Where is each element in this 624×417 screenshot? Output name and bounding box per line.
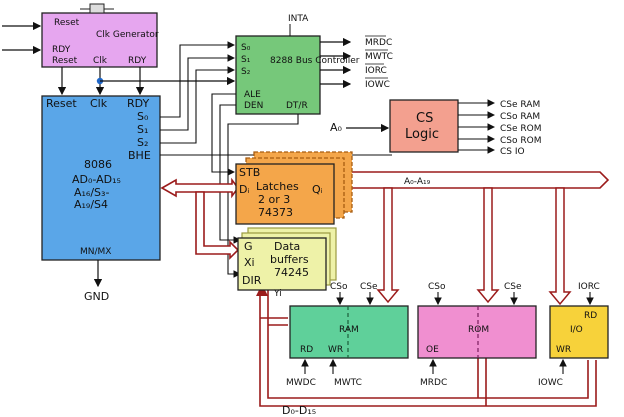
io-pin-rd: RD	[584, 311, 597, 321]
ram-cso-label: CSo	[330, 282, 348, 292]
cpu-pin-mnmx: MN/MX	[80, 247, 111, 257]
buffer-pin-dir: DIR	[242, 274, 262, 287]
latch-line-2: 2 or 3	[258, 193, 290, 206]
address-to-ram-arrow	[376, 187, 400, 304]
cpu-name: 8086	[84, 158, 112, 171]
buffer-pin-xi: Xi	[244, 256, 255, 269]
cpu-pin-a19: A₁₉/S4	[74, 198, 108, 211]
io-block: RD I/O WR	[549, 305, 609, 359]
io-iorc-label: IORC	[578, 282, 600, 292]
rom-pin-oe: OE	[426, 345, 439, 355]
cpu-pin-bhe: BHE	[128, 149, 151, 162]
cs-out-cse-ram: CSe RAM	[500, 100, 540, 110]
cs-out-cse-rom: CSe ROM	[500, 124, 542, 134]
rom-name: ROM	[468, 325, 489, 335]
ram-pin-rd: RD	[300, 345, 313, 355]
ram-name: RAM	[339, 325, 359, 335]
cs-logic-title-1: CS	[416, 111, 433, 126]
buffer-pin-g: G	[244, 240, 253, 253]
bc-title: 8288 Bus Controller	[270, 56, 360, 66]
latch-line-1: Latches	[256, 180, 299, 193]
rom-cse-label: CSe	[504, 282, 522, 292]
data-buffers-74245: G Xi DIR Data buffers 74245	[237, 227, 337, 291]
address-to-rom-arrow	[476, 187, 500, 304]
cs-logic-title-2: Logic	[405, 127, 439, 142]
bc-pin-s2: S₂	[241, 67, 251, 77]
clk-pin-clk-out: Clk	[93, 56, 108, 66]
cpu-pin-ad: AD₀-AD₁₅	[72, 173, 121, 186]
buffer-pin-yi: Yi	[273, 289, 282, 299]
clk-pin-rdy-out: RDY	[128, 56, 147, 66]
clk-generator-title-text: Clk Generator	[96, 30, 159, 40]
clk-generator-title: Clk Generator	[96, 30, 159, 40]
cs-out-cs-io: CS IO	[500, 147, 525, 157]
latches-74373: STB Dᵢ Qᵢ Latches 2 or 3 74373	[235, 151, 353, 225]
bc-pin-ale: ALE	[244, 90, 261, 100]
clock-generator: Reset Clk Generator RDY Reset Clk RDY	[41, 3, 159, 68]
io-pin-wr: WR	[556, 345, 571, 355]
bc-out-iowc: IOWC	[365, 80, 390, 90]
bus-controller-8288: S₀ S₁ S₂ 8288 Bus Controller ALE DEN DT/…	[235, 35, 360, 115]
ram-block: RAM RD WR	[289, 305, 409, 359]
cpu-pin-a16: A₁₆/S₃-	[74, 186, 109, 199]
cpu-pin-s0: S₀	[137, 110, 149, 123]
latch-pin-stb: STB	[239, 166, 260, 179]
bc-out-mrdc: MRDC	[365, 38, 392, 48]
address-bus-label: A₀-A₁₉	[404, 177, 431, 187]
latch-line-3: 74373	[258, 206, 293, 219]
bc-out-iorc: IORC	[365, 66, 387, 76]
bc-pin-dtr: DT/R	[286, 101, 308, 111]
cs-out-cso-ram: CSo RAM	[500, 112, 540, 122]
buffer-line-1: Data	[274, 240, 300, 253]
buffer-line-3: 74245	[274, 266, 309, 279]
buffer-line-2: buffers	[270, 253, 309, 266]
clk-pin-rdy-in: RDY	[52, 45, 71, 55]
cs-logic: CS Logic	[389, 99, 459, 153]
bc-pin-s1: S₁	[241, 55, 251, 65]
cs-outputs: CSe RAM CSo RAM CSe ROM CSo ROM CS IO	[458, 99, 542, 157]
inta-label: INTA	[288, 14, 309, 24]
cs-out-cso-rom: CSo ROM	[500, 136, 541, 146]
latch-pin-di: Dᵢ	[239, 183, 249, 196]
ram-cse-label: CSe	[360, 282, 378, 292]
bc-out-mwtc: MWTC	[365, 52, 393, 62]
cpu-pin-reset: Reset	[46, 97, 77, 110]
cpu-8086: Reset Clk RDY S₀ S₁ S₂ BHE 8086 AD₀-AD₁₅…	[41, 95, 161, 261]
cpu-buffer-bus-arrow	[195, 191, 240, 260]
bc-title-text: 8288 Bus Controller	[270, 56, 360, 66]
bc-pin-den: DEN	[244, 101, 263, 111]
ram-mwtc-label: MWTC	[334, 378, 362, 388]
cpu-pin-s2: S₂	[137, 136, 148, 149]
clk-pin-reset-out: Reset	[52, 56, 78, 66]
latch-pin-qi: Qᵢ	[312, 183, 323, 196]
cs-logic-input-a0: A₀	[330, 121, 343, 134]
address-to-io-arrow	[548, 187, 572, 306]
rom-block: ROM OE	[417, 305, 537, 359]
data-bus-label: D₀-D₁₅	[282, 404, 316, 417]
io-iowc-label: IOWC	[538, 378, 563, 388]
gnd-label: GND	[84, 290, 109, 303]
io-name: I/O	[570, 325, 583, 335]
cpu-pin-clk: Clk	[90, 97, 108, 110]
cpu-pin-rdy: RDY	[127, 97, 150, 110]
bc-pin-s0: S₀	[241, 43, 251, 53]
ram-mwdc-label: MWDC	[286, 378, 316, 388]
address-bus	[343, 171, 610, 189]
ram-pin-wr: WR	[328, 345, 343, 355]
cpu-pin-s1: S₁	[137, 123, 148, 136]
rom-cso-label: CSo	[428, 282, 446, 292]
clk-pin-reset-in: Reset	[54, 18, 80, 28]
rom-mrdc-label: MRDC	[420, 378, 447, 388]
